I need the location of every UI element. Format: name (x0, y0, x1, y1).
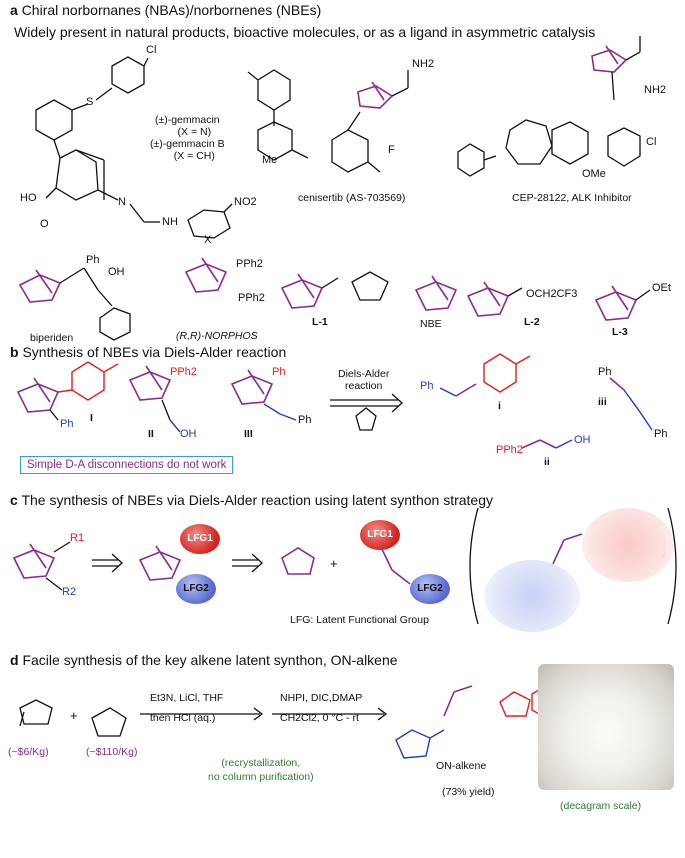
norphos-name: (R,R)-NORPHOS (176, 330, 258, 342)
b-label-II: II (148, 428, 154, 440)
b-ph-3: Ph (298, 414, 312, 426)
atom-no2: NO2 (234, 196, 257, 208)
atom-f: F (388, 144, 395, 156)
product-photo (538, 664, 674, 790)
b-ph-i: Ph (420, 380, 434, 392)
atom-n: N (118, 196, 126, 208)
atom-me: Me (262, 154, 278, 166)
b-ph-iii-1: Ph (598, 366, 612, 378)
l2-label: L-2 (524, 316, 540, 328)
b-ph-iii-2: Ph (654, 428, 668, 440)
biperiden-name: biperiden (30, 332, 74, 344)
atom-nh: NH (162, 216, 178, 228)
d-note: (recrystallization, no column purificati… (208, 757, 314, 783)
row2-structures (18, 257, 651, 341)
d-price-1: (~$6/Kg) (8, 746, 49, 758)
b-oh: OH (180, 428, 197, 440)
atom-ho: HO (20, 192, 37, 204)
atom-pph2-b: PPh2 (238, 292, 265, 304)
section-a-title: a Chiral norbornanes (NBAs)/norbornenes … (10, 2, 322, 18)
section-d-title: d Facile synthesis of the key alkene lat… (10, 652, 398, 668)
c-lfg2-sphere-2: LFG2 (410, 574, 450, 604)
b-label-i: i (498, 400, 501, 412)
atom-oet: OEt (652, 282, 671, 294)
b-label-I: I (90, 412, 93, 424)
l3-label: L-3 (612, 326, 628, 338)
atom-ph-biperiden: Ph (86, 254, 100, 266)
section-c-title: c The synthesis of NBEs via Diels-Alder … (10, 492, 493, 508)
b-note-box: Simple D-A disconnections do not work (20, 456, 234, 474)
cep-structure (457, 36, 641, 177)
atom-oh-biperiden: OH (108, 266, 125, 278)
atom-nh2-1: NH2 (412, 58, 435, 70)
c-lfg1-sphere: LFG1 (180, 524, 220, 554)
section-b-title: b Synthesis of NBEs via Diels-Alder reac… (10, 344, 287, 360)
d-scale: (decagram scale) (560, 800, 642, 812)
d-yield: (73% yield) (442, 786, 495, 798)
section-a-subtitle: Widely present in natural products, bioa… (14, 24, 596, 40)
atom-s: S (86, 96, 94, 108)
d-plus: + (70, 708, 78, 723)
c-r1: R1 (70, 532, 85, 544)
c-lfg1-sphere-2: LFG1 (360, 520, 400, 550)
b-pph2-ii: PPh2 (496, 444, 523, 456)
b-label-III: III (244, 428, 253, 440)
c-footnote: LFG: Latent Functional Group (290, 614, 429, 626)
cenisertib-structure (247, 69, 409, 173)
nbe-label: NBE (420, 318, 442, 330)
c-red-halo (582, 508, 674, 582)
atom-cf3: OCH2CF3 (526, 288, 578, 300)
b-ph-2: Ph (272, 366, 286, 378)
c-plus: + (330, 556, 338, 571)
c-r2: R2 (62, 586, 77, 598)
atom-nh2-2: NH2 (644, 84, 667, 96)
atom-pph2-a: PPh2 (236, 258, 263, 270)
atom-cl: Cl (146, 44, 157, 56)
d-reagents-2: NHPI, DIC,DMAP CH2Cl2, 0 °C - rt (280, 692, 363, 724)
l1-label: L-1 (312, 316, 328, 328)
b-arrow-text: Diels-Alder reaction (338, 368, 390, 392)
cenisertib-name: cenisertib (AS-703569) (298, 192, 406, 204)
atom-ome: OMe (582, 168, 606, 180)
c-blue-halo (484, 560, 580, 632)
d-reagents-1: Et3N, LiCl, THF then HCl (aq.) (150, 692, 224, 724)
b-label-iii: iii (598, 396, 607, 408)
atom-x: X (204, 234, 212, 246)
section-d-structures (19, 685, 561, 759)
section-b-structures (16, 353, 653, 449)
b-oh-ii: OH (574, 434, 591, 446)
atom-o: O (40, 218, 49, 230)
atom-cl-2: Cl (646, 136, 657, 148)
gemmacin-label: (±)-gemmacin (X = N) (±)-gemmacin B (X =… (150, 114, 225, 162)
gemmacin-structure (35, 56, 233, 239)
b-pph2: PPh2 (170, 366, 197, 378)
b-label-ii: ii (544, 456, 550, 468)
d-price-2: (~$110/Kg) (86, 746, 138, 758)
d-product-name: ON-alkene (436, 760, 487, 772)
cep-name: CEP-28122, ALK Inhibitor (512, 192, 632, 204)
c-lfg2-sphere: LFG2 (176, 574, 216, 604)
b-ph-1: Ph (60, 418, 74, 430)
